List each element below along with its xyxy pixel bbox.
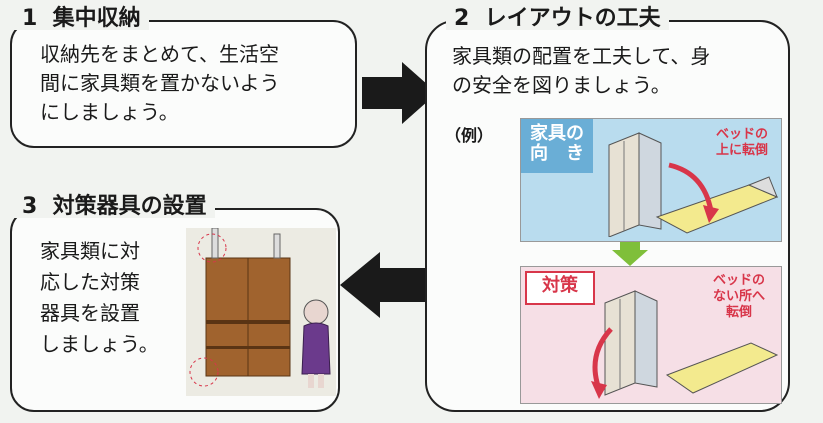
- section-1-heading: 1 集中収納: [14, 8, 149, 30]
- section-2-number: 2: [454, 6, 470, 31]
- section-3-number: 3: [22, 194, 38, 219]
- section-3-body: 家具類に対 応した対策 器具を設置 しましょう。: [40, 239, 159, 356]
- section-1-title: 集中収納: [52, 6, 141, 31]
- section-3-heading: 3 対策器具の設置: [14, 196, 215, 218]
- section-2-body: 家具類の配置を工夫して、身 の安全を図りましょう。: [452, 44, 711, 97]
- wardrobe-bed-safe-illustration: [591, 290, 779, 399]
- section-1-body: 収納先をまとめて、生活空 間に家具類を置かないよう にしましょう。: [40, 42, 280, 124]
- example-panel-orientation: 家具の 向 き ベッドの 上に転倒: [520, 118, 782, 242]
- panel-label-frame: [525, 271, 595, 305]
- wardrobe-bed-illustration: [608, 132, 779, 237]
- example-panel-countermeasure: 対策 ベッドの ない所へ 転倒: [520, 266, 782, 404]
- section-2-heading: 2 レイアウトの工夫: [446, 8, 669, 30]
- arrow-left-icon: [340, 252, 425, 318]
- panel-bottom-label: 対策: [542, 275, 578, 296]
- section-1-box: [10, 20, 357, 148]
- example-label: （例）: [445, 126, 494, 145]
- green-down-arrow-icon: [612, 242, 648, 266]
- panel-top-note: ベッドの 上に転倒: [715, 127, 768, 158]
- wardrobe-with-restraints-illustration: [186, 228, 336, 396]
- arrow-right-icon: [362, 62, 437, 124]
- panel-top-label: 家具の 向 き: [530, 123, 584, 164]
- panel-bottom-note: ベッドの ない所へ 転倒: [712, 273, 765, 320]
- panel-label-bg: [521, 119, 593, 173]
- section-3-title: 対策器具の設置: [52, 194, 207, 219]
- section-1-number: 1: [22, 6, 38, 31]
- section-2-title: レイアウトの工夫: [484, 6, 661, 31]
